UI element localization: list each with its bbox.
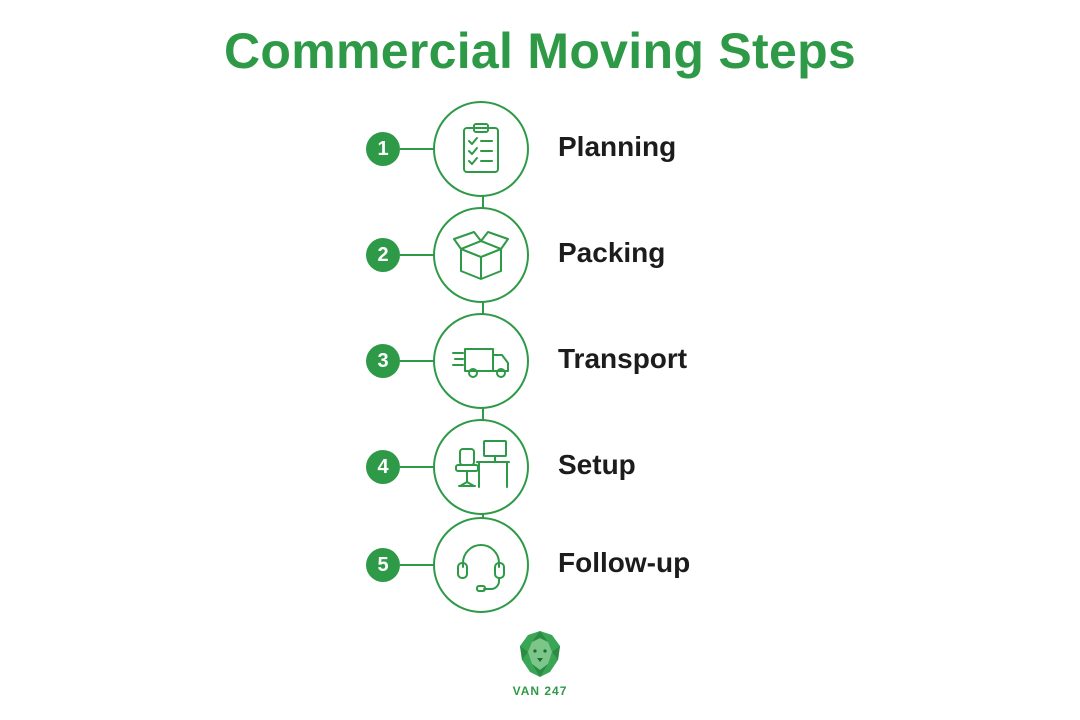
- step-icon-circle: [433, 101, 529, 197]
- step-label: Packing: [558, 237, 666, 268]
- page-title: Commercial Moving Steps: [223, 23, 857, 79]
- office-desk-icon: [455, 440, 510, 488]
- step-label: Planning: [558, 131, 677, 162]
- lion-logo-icon: [520, 631, 560, 677]
- open-box-icon: [453, 231, 509, 280]
- brand-logo: VAN 247: [500, 630, 580, 698]
- step-label: Setup: [558, 449, 636, 480]
- badge-connector: [400, 360, 434, 362]
- clipboard-checklist-icon: [463, 123, 499, 173]
- timeline-connector: [482, 300, 484, 314]
- brand-name: VAN 247: [512, 684, 568, 698]
- badge-connector: [400, 148, 434, 150]
- step-number-badge: 2: [366, 238, 400, 272]
- step-label: Follow-up: [558, 547, 691, 578]
- timeline-connector: [482, 406, 484, 420]
- step-planning: 1 Planning: [0, 101, 1080, 197]
- badge-connector: [400, 254, 434, 256]
- step-number-badge: 3: [366, 344, 400, 378]
- step-number-badge: 5: [366, 548, 400, 582]
- headset-icon: [457, 544, 505, 592]
- step-follow-up: 5 Follow-up: [0, 517, 1080, 613]
- step-transport: 3 Transport: [0, 313, 1080, 409]
- step-icon-circle: [433, 419, 529, 515]
- step-icon-circle: [433, 313, 529, 409]
- badge-connector: [400, 466, 434, 468]
- step-label: Transport: [558, 343, 688, 374]
- step-icon-circle: [433, 207, 529, 303]
- step-number-badge: 4: [366, 450, 400, 484]
- step-packing: 2 Packing: [0, 207, 1080, 303]
- step-number-badge: 1: [366, 132, 400, 166]
- step-setup: 4 Setup: [0, 419, 1080, 515]
- moving-truck-icon: [452, 348, 509, 378]
- timeline-connector: [482, 194, 484, 208]
- badge-connector: [400, 564, 434, 566]
- step-icon-circle: [433, 517, 529, 613]
